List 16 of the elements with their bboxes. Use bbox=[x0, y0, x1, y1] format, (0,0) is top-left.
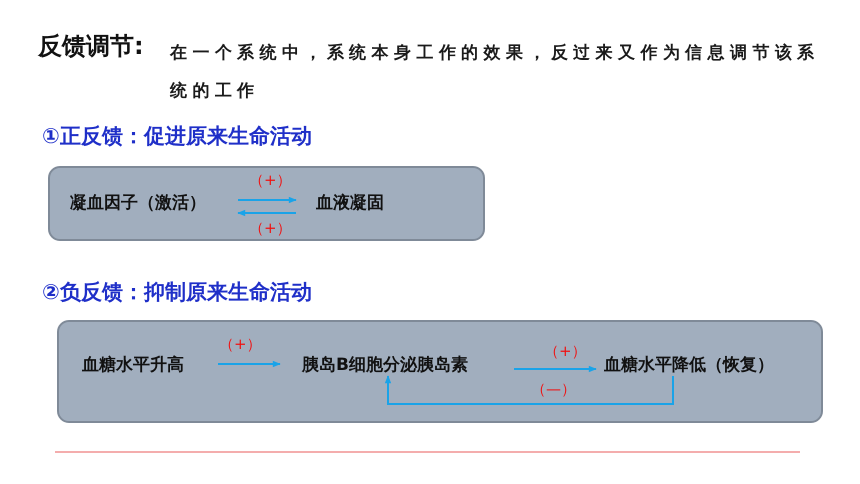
arrow bbox=[237, 210, 296, 216]
rounded-panel bbox=[57, 320, 823, 423]
arrow bbox=[514, 366, 597, 372]
rounded-panel bbox=[48, 166, 485, 241]
arrow bbox=[384, 375, 674, 405]
node-text: 血糖水平升高 bbox=[82, 354, 218, 376]
definition-text: 在一个系统中，系统本身工作的效果，反过来又作为信息调节该系统的工作 bbox=[170, 42, 821, 103]
node-text: 血糖水平降低（恢复） bbox=[596, 354, 818, 376]
title: 反馈调节: bbox=[38, 31, 144, 62]
node-text: 胰岛B细胞分泌胰岛素 bbox=[280, 354, 514, 376]
node-text: 血液凝固 bbox=[296, 192, 406, 214]
arrow bbox=[218, 360, 281, 368]
section-heading: ①正反馈：促进原来生命活动 bbox=[42, 123, 312, 150]
node-text: 凝血因子（激活） bbox=[70, 192, 238, 214]
section-heading: ②负反馈：抑制原来生命活动 bbox=[42, 279, 312, 306]
arrow bbox=[238, 196, 297, 204]
